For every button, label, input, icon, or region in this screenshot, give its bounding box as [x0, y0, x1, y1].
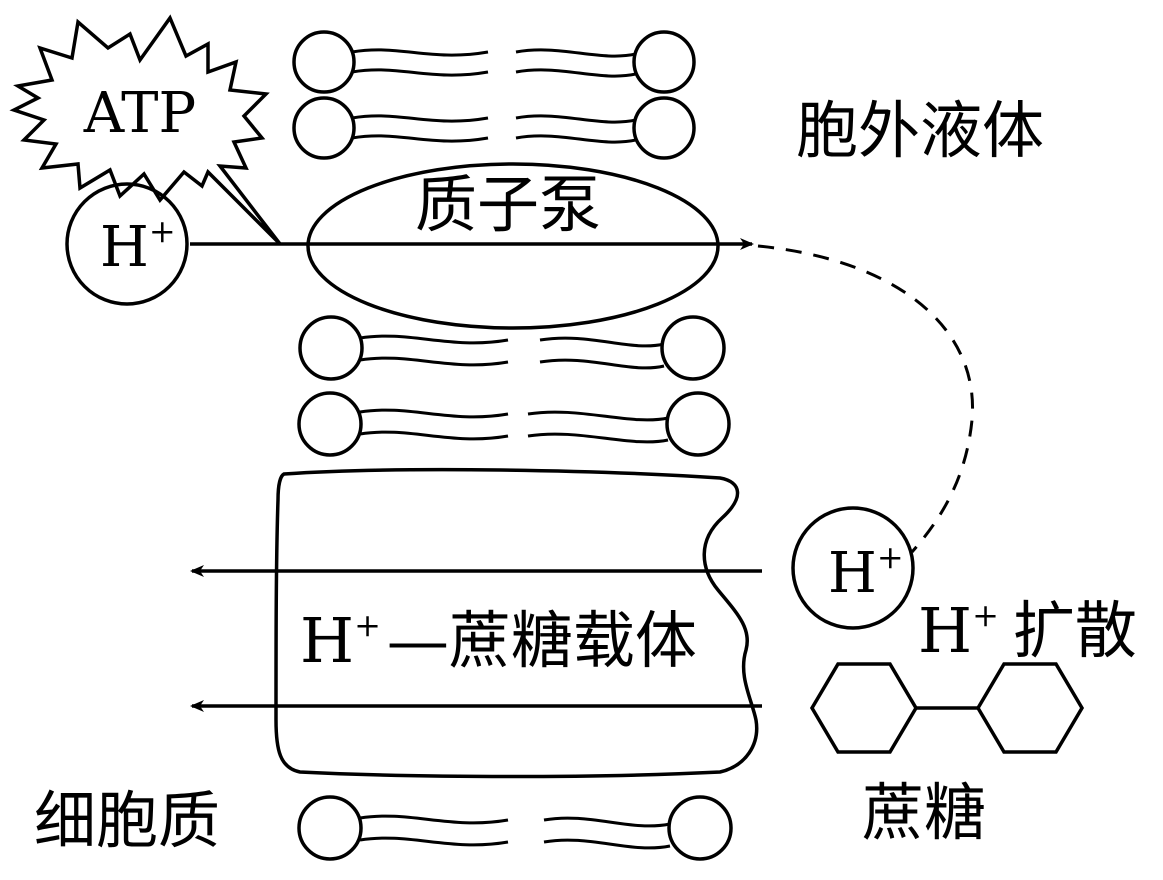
sucrose-molecule-icon [809, 662, 1085, 754]
cotransporter-shape [274, 467, 759, 779]
cotransporter-label: H+—蔗糖载体 [300, 604, 697, 677]
phospholipid-row-4 [297, 391, 731, 457]
phospholipid-row-5 [297, 795, 733, 861]
atp-label: ATP [83, 81, 196, 146]
phospholipid-row-3 [298, 315, 726, 381]
diffusion-dashed-path [757, 244, 975, 553]
h-ion-circle-right [791, 506, 915, 630]
h-ion-right-label: H+ [828, 538, 904, 606]
sucrose-label: 蔗糖 [862, 776, 986, 849]
extracellular-label: 胞外液体 [796, 94, 1044, 167]
cytoplasm-label: 细胞质 [34, 784, 220, 857]
h-ion-left-label: H+ [100, 212, 176, 280]
phospholipid-row-1 [292, 30, 696, 94]
h-diffusion-label: H+扩散 [918, 594, 1137, 667]
proton-pump-label: 质子泵 [415, 168, 601, 241]
proton-pump-shape [306, 162, 720, 330]
atp-burst [9, 14, 282, 246]
h-ion-circle-left [65, 182, 189, 306]
phospholipid-row-2 [292, 96, 696, 160]
